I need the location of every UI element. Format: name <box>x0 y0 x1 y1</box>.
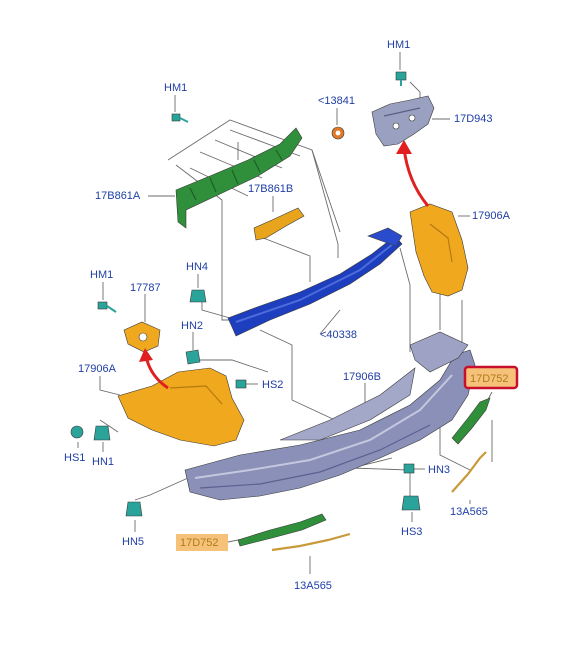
label-17906B: 17906B <box>343 371 381 383</box>
strip-13A565-bottom <box>271 532 351 552</box>
reinforcement-bar <box>227 227 403 337</box>
clip-hn3 <box>403 463 415 474</box>
part-17787 <box>123 321 161 353</box>
highlight-box-17D752 <box>463 365 519 390</box>
label-40338: <40338 <box>320 329 357 341</box>
clip-hm1-top-right <box>395 71 407 86</box>
label-hs3: HS3 <box>401 526 422 538</box>
strip-13A565-right <box>451 451 487 493</box>
assembly-arrow-right <box>396 140 430 207</box>
label-17B861A: 17B861A <box>95 190 141 202</box>
label-17906A-left: 17906A <box>78 363 117 375</box>
label-hm1-left-mid: HM1 <box>90 269 113 281</box>
tag-17D752-left <box>176 534 228 551</box>
label-13A565-right: 13A565 <box>450 506 488 518</box>
label-hs2: HS2 <box>262 379 283 391</box>
clip-hs1 <box>70 425 84 439</box>
label-17B861B: 17B861B <box>248 183 293 195</box>
label-hn4: HN4 <box>186 261 208 273</box>
label-hn5: HN5 <box>122 536 144 548</box>
mount-bracket-17D943 <box>371 95 435 147</box>
label-17D752-right: 17D752 <box>470 373 509 385</box>
assembly-arrow-left <box>139 348 169 390</box>
corner-bracket-left <box>117 367 245 447</box>
energy-absorber-green <box>175 127 303 229</box>
labels: HM1 <13841 17D943 HM1 17B861A 17B861B 17… <box>64 39 511 592</box>
label-hm1-left-top: HM1 <box>164 82 187 94</box>
nut-13841 <box>331 126 345 140</box>
label-17787: 17787 <box>130 282 161 294</box>
clip-hs2 <box>235 379 247 389</box>
label-hn1: HN1 <box>92 456 114 468</box>
label-17D752-left: 17D752 <box>180 537 219 549</box>
label-hn3: HN3 <box>428 464 450 476</box>
clip-hs3 <box>401 495 421 511</box>
bumper-cover <box>184 331 476 501</box>
clip-hn2 <box>185 349 201 365</box>
label-13A565-bottom: 13A565 <box>294 580 332 592</box>
label-17D943: 17D943 <box>454 113 493 125</box>
clip-hm1-left-top <box>171 113 189 123</box>
label-hn2: HN2 <box>181 320 203 332</box>
clip-hn5 <box>125 501 143 517</box>
label-13841: <13841 <box>318 95 355 107</box>
clip-hm1-left-mid <box>97 301 117 313</box>
absorber-small-orange <box>253 207 305 241</box>
label-hm1-top-right: HM1 <box>387 39 410 51</box>
strip-17D752-right <box>451 397 491 445</box>
clip-hn1 <box>93 425 111 441</box>
label-17906A-right: 17906A <box>472 210 511 222</box>
strip-17D752-left <box>237 513 327 547</box>
label-hs1: HS1 <box>64 452 85 464</box>
clip-hn4 <box>189 289 207 303</box>
corner-bracket-right <box>409 203 469 297</box>
